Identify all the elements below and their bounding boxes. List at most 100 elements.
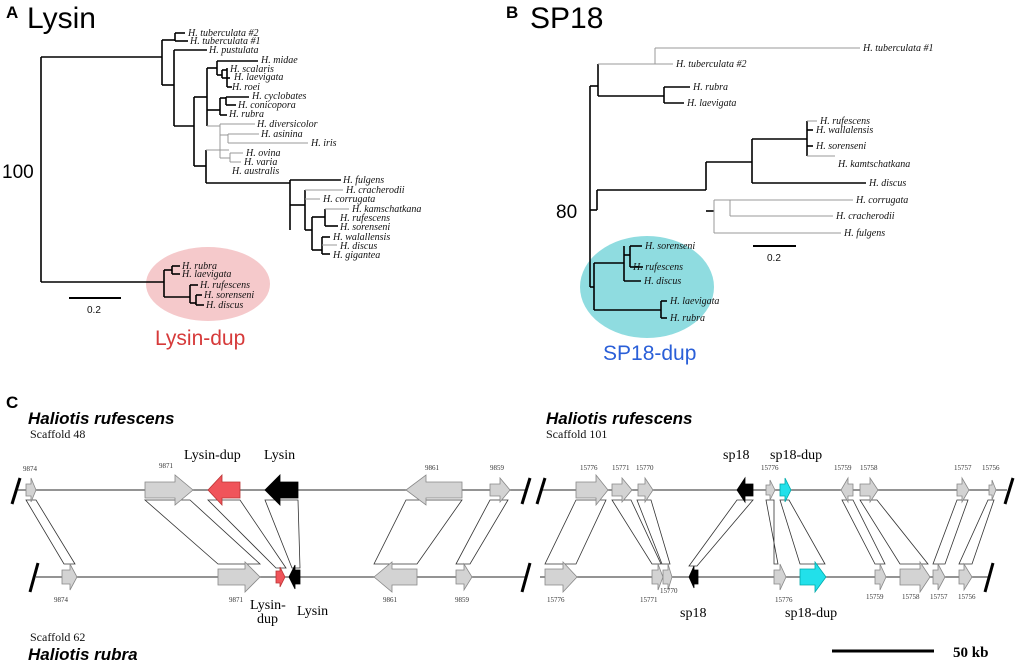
taxon-label: H. roei xyxy=(231,82,260,93)
taxon-label: H. conicopora xyxy=(237,100,296,111)
lysin-gene-arrow xyxy=(288,564,301,590)
taxon-label: H. corrugata xyxy=(322,194,375,205)
gene-arrow xyxy=(373,561,418,593)
gene-arrow xyxy=(932,563,946,591)
gene-arrow xyxy=(575,473,609,507)
taxon-label: H. rubra xyxy=(228,109,264,120)
sp18-dup-label: SP18-dup xyxy=(603,342,696,365)
gene-id: 15758 xyxy=(860,464,878,472)
gene-arrow xyxy=(874,563,887,591)
taxon-label: H. ovina xyxy=(245,148,280,159)
taxon-label: H. varia xyxy=(243,157,277,168)
gene-id: 9861 xyxy=(425,464,440,472)
sp18-dup-gene-arrow xyxy=(779,477,792,503)
sp18-dup-top-label: sp18-dup xyxy=(770,448,822,463)
support-value-b: 80 xyxy=(556,202,577,223)
gene-id: 9874 xyxy=(23,465,38,473)
taxon-label: H. rubra xyxy=(181,261,217,272)
gene-arrow xyxy=(773,563,787,591)
scale-label-b: 0.2 xyxy=(767,253,781,264)
genes-top-right xyxy=(575,473,997,507)
gene-id: 15759 xyxy=(834,464,852,472)
lysin-dup-gene-arrow xyxy=(275,566,286,588)
gene-arrow xyxy=(765,479,776,501)
taxon-label: H. walallensis xyxy=(332,232,390,243)
taxon-label: H. iris xyxy=(310,138,337,149)
gene-arrow xyxy=(489,476,511,504)
taxon-label: H. rufescens xyxy=(199,280,250,291)
taxon-label: H. australis xyxy=(231,166,279,177)
taxon-label: H. discus xyxy=(868,178,906,189)
top-right-species: Haliotis rufescens xyxy=(546,409,692,428)
lysin-dup-top-label: Lysin-dup xyxy=(184,448,241,463)
top-left-scaffold: Scaffold 48 xyxy=(30,427,85,441)
gene-id: 9871 xyxy=(159,462,174,470)
panel-c-letter: C xyxy=(6,393,18,412)
taxon-label: H. pustulata xyxy=(208,45,258,56)
gene-arrow xyxy=(61,563,78,591)
panel-a-title: Lysin xyxy=(27,2,96,35)
genes-top-left xyxy=(25,473,511,507)
gene-id: 15759 xyxy=(866,593,884,601)
gene-arrow xyxy=(899,560,931,594)
taxon-label: H. discus xyxy=(339,241,377,252)
tree-a-labels: H. tuberculata #2 H. tuberculata #1 H. p… xyxy=(181,28,421,311)
gene-arrow xyxy=(405,474,463,506)
top-right-scaffold: Scaffold 101 xyxy=(546,427,607,441)
gene-arrow xyxy=(662,563,673,591)
gene-arrow xyxy=(217,561,261,593)
gene-id: 15776 xyxy=(547,596,565,604)
tree-b-labels: H. tuberculata #1 H. tuberculata #2 H. r… xyxy=(632,43,933,324)
top-left-species: Haliotis rufescens xyxy=(28,409,174,428)
gene-arrow xyxy=(611,476,633,504)
gene-arrow xyxy=(956,476,970,504)
gene-id: 15770 xyxy=(660,587,678,595)
lysin-bottom-label: Lysin xyxy=(297,604,328,619)
taxon-label: H. sorenseni xyxy=(815,141,866,152)
gene-arrow xyxy=(859,476,879,504)
tree-b-gray-branches xyxy=(598,47,860,234)
taxon-label: H. tuberculata #2 xyxy=(187,28,258,39)
taxon-label: H. sorenseni xyxy=(339,222,390,233)
panel-b-title: SP18 xyxy=(530,2,603,35)
taxon-label: H. kamtschatkana xyxy=(837,159,910,170)
gene-id: 9861 xyxy=(383,596,398,604)
taxon-label: H. midae xyxy=(260,55,298,66)
gene-arrow xyxy=(651,563,664,591)
lysin-dup-bottom-label-line2: dup xyxy=(257,612,278,627)
taxon-label: H. gigantea xyxy=(332,250,380,261)
gene-id: 15776 xyxy=(775,596,793,604)
taxon-label: H. sorenseni xyxy=(644,241,695,252)
taxon-label: H. scalaris xyxy=(229,64,274,75)
sp18-dup-highlight xyxy=(580,236,714,338)
sp18-gene-arrow xyxy=(688,565,699,589)
taxon-label: H. cyclobates xyxy=(251,91,307,102)
sp18-gene-arrow xyxy=(736,476,754,504)
tree-a xyxy=(40,32,341,306)
gene-id: 15758 xyxy=(902,593,920,601)
lysin-dup-label: Lysin-dup xyxy=(155,327,245,350)
taxon-label: H. discus xyxy=(643,276,681,287)
lysin-gene-arrow xyxy=(264,474,299,506)
gene-id: 15757 xyxy=(930,593,948,601)
lysin-dup-gene-arrow xyxy=(207,473,241,507)
taxon-label: H. rufescens xyxy=(632,262,683,273)
genes-bottom-right xyxy=(544,560,973,594)
sp18-bottom-label: sp18 xyxy=(680,606,706,621)
gene-id: 9859 xyxy=(490,464,505,472)
taxon-label: H. laevigata xyxy=(669,296,719,307)
taxon-label: H. tuberculata #1 xyxy=(862,43,933,54)
support-value-a: 100 xyxy=(2,162,34,183)
sp18-top-label: sp18 xyxy=(723,448,749,463)
panel-a-letter: A xyxy=(6,3,18,22)
synteny-connectors xyxy=(25,499,995,569)
gene-id: 9874 xyxy=(54,596,69,604)
gene-arrow xyxy=(637,476,654,504)
sp18-dup-gene-arrow xyxy=(799,560,827,594)
gene-id: 15771 xyxy=(612,464,630,472)
taxon-label: H. wallalensis xyxy=(815,125,873,136)
sp18-dup-bottom-label: sp18-dup xyxy=(785,606,837,621)
taxon-label: H. rubra xyxy=(692,82,728,93)
taxon-label: H. asinina xyxy=(260,129,303,140)
